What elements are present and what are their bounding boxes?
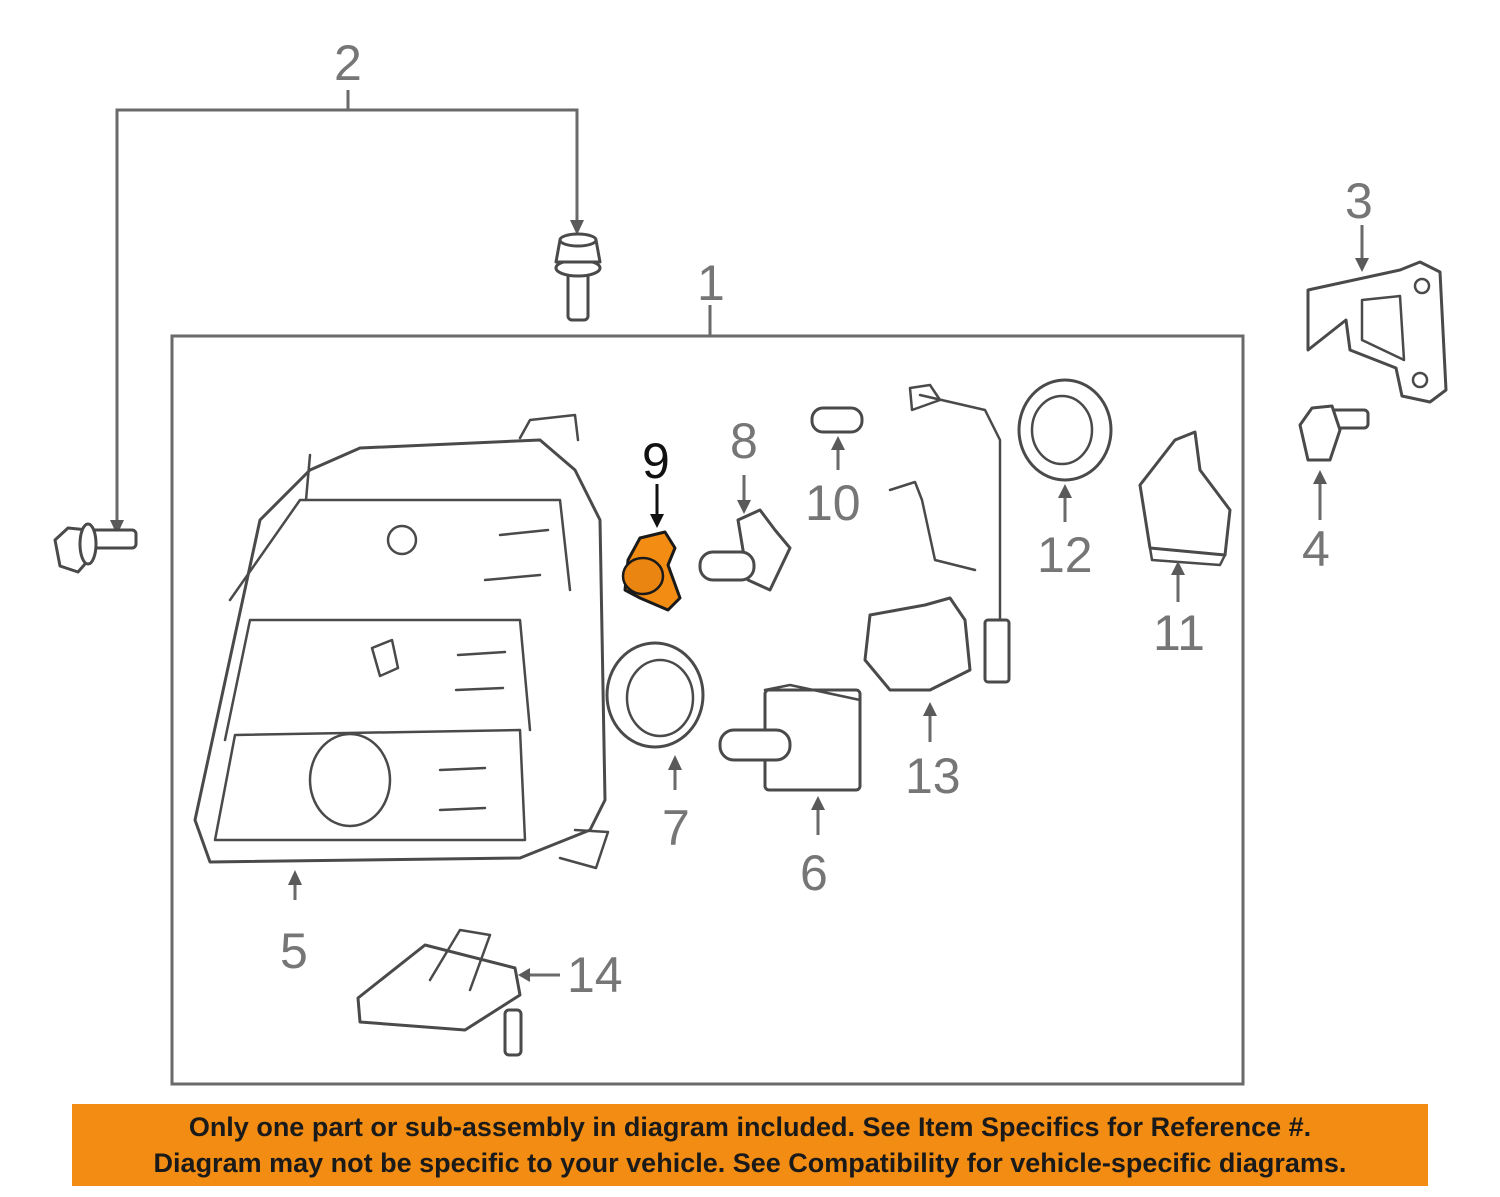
- headlamp-housing-part-5: [193, 413, 610, 900]
- callout-2: 2: [334, 35, 362, 91]
- callout-11: 11: [1153, 605, 1205, 661]
- callout-12: 12: [1037, 527, 1093, 583]
- callout-13: 13: [905, 748, 961, 804]
- callout-2-bracket: [110, 90, 584, 535]
- bolt-left: [53, 522, 138, 574]
- disclaimer-banner: Only one part or sub-assembly in diagram…: [72, 1104, 1428, 1186]
- parts-diagram: 1 2 3 4 5 6 7 8 9 10 11 12 13 14: [53, 35, 1448, 1086]
- bolt-top: [554, 232, 602, 322]
- wiring-harness-part-13: [863, 383, 1011, 742]
- assembly-frame: [170, 334, 1245, 1086]
- callout-8: 8: [730, 413, 758, 469]
- seal-ring-part-7: [605, 641, 705, 790]
- disclaimer-line-2: Diagram may not be specific to your vehi…: [153, 1148, 1347, 1178]
- bulb-part-8: [698, 475, 792, 592]
- callout-5: 5: [280, 923, 308, 979]
- bracket-part-3: [1306, 225, 1448, 404]
- callout-7: 7: [662, 800, 690, 856]
- clip-part-14: [356, 928, 560, 1057]
- callout-1: 1: [697, 255, 725, 311]
- callout-10: 10: [805, 475, 861, 531]
- disclaimer-line-1: Only one part or sub-assembly in diagram…: [188, 1112, 1312, 1142]
- callout-4: 4: [1302, 521, 1330, 577]
- socket-part-9-highlighted: [621, 484, 682, 612]
- shield-part-11: [1138, 430, 1232, 602]
- bulb-part-6: [718, 683, 862, 835]
- callout-9: 9: [642, 433, 670, 489]
- bulb-part-10: [810, 406, 864, 470]
- callout-3: 3: [1345, 173, 1373, 229]
- callout-14: 14: [567, 947, 623, 1003]
- seal-ring-part-12: [1017, 378, 1113, 522]
- callout-6: 6: [800, 845, 828, 901]
- bolt-part-4: [1298, 404, 1370, 520]
